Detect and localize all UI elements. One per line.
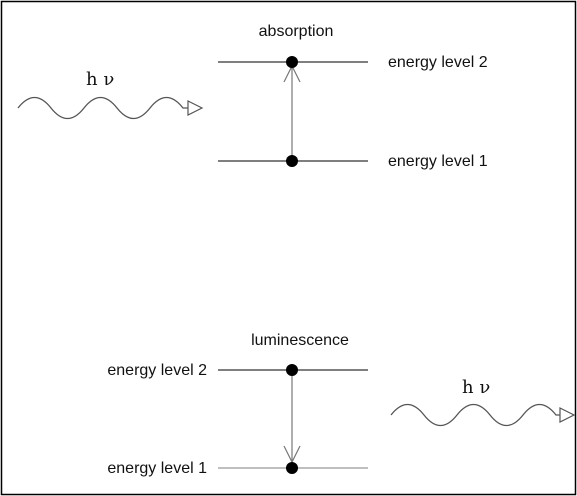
luminescence-electron-upper [286,364,298,376]
absorption-title: absorption [259,23,334,40]
absorption-photon-arrowhead [187,100,204,116]
luminescence-level-1-label: energy level 1 [107,460,207,477]
luminescence-photon-arrowhead [559,407,576,423]
absorption-electron-upper [286,56,298,68]
luminescence-level-2-label: energy level 2 [107,362,207,379]
absorption-photon-wave [17,96,188,120]
luminescence-title: luminescence [251,332,349,349]
absorption-electron-lower [286,155,298,167]
absorption-photon-label: h ν [86,69,114,90]
luminescence-electron-lower [286,462,298,474]
luminescence-photon-wave [390,403,560,427]
luminescence-photon-label: h ν [462,377,490,398]
absorption-section: absorption energy level 2 energy level 1… [17,23,488,170]
luminescence-section: luminescence energy level 2 energy level… [107,332,576,477]
absorption-level-1-label: energy level 1 [388,153,488,170]
absorption-level-2-label: energy level 2 [388,54,488,71]
